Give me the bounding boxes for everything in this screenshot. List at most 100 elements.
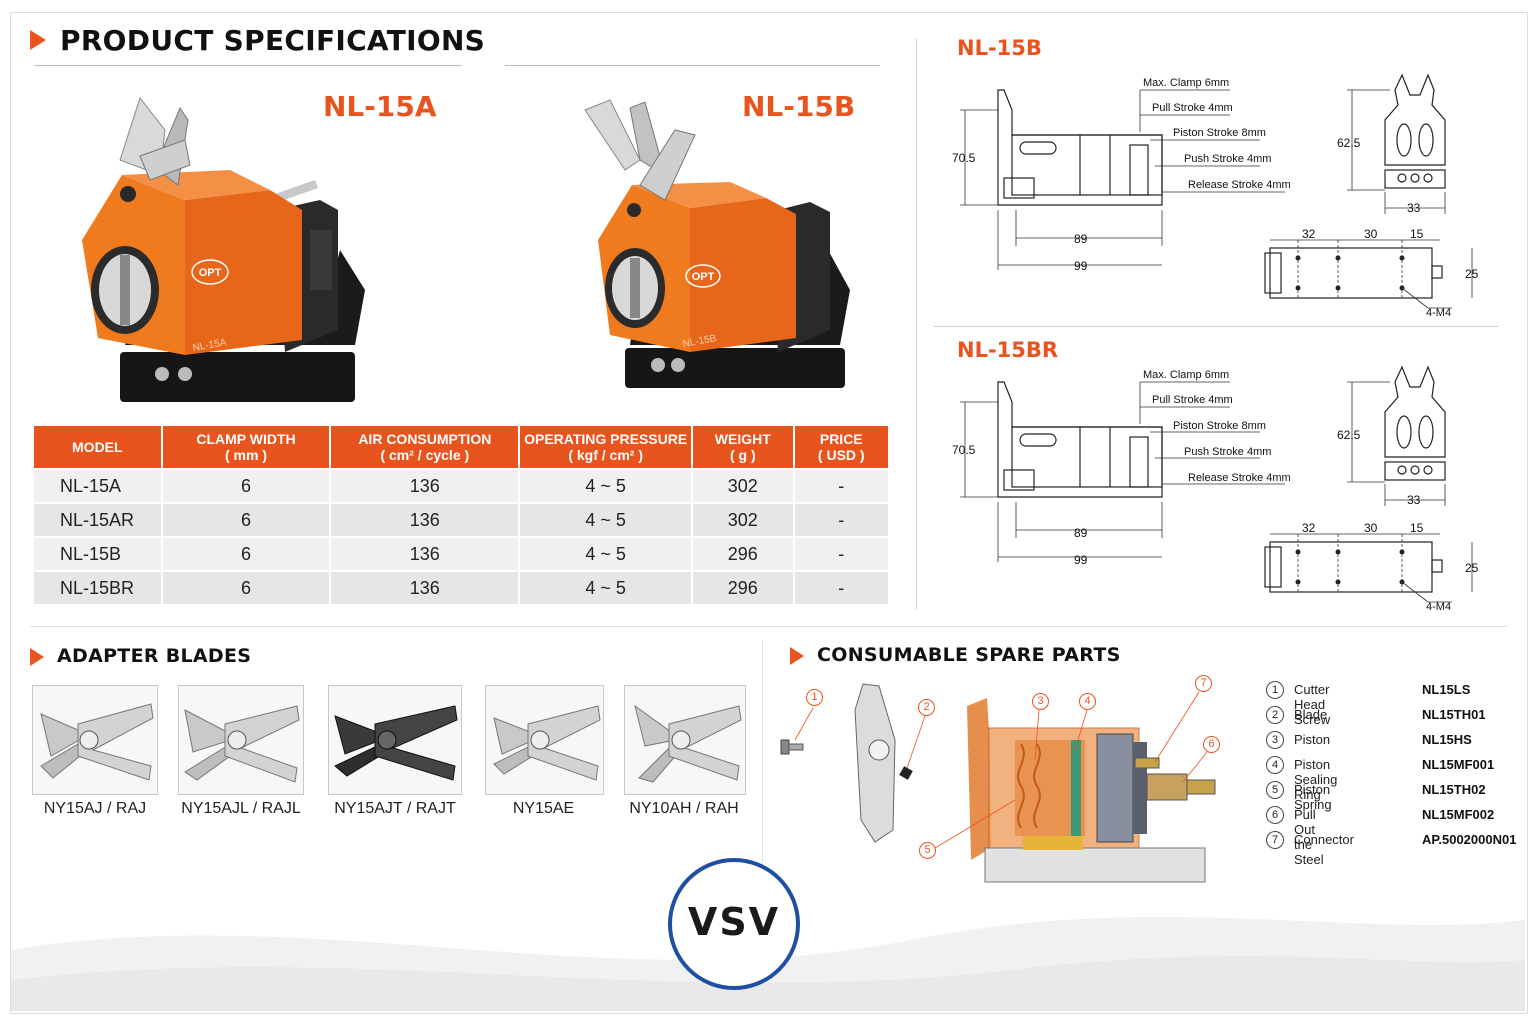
cell-price: - [794, 538, 888, 570]
header-model: MODEL [34, 426, 161, 468]
divider [505, 65, 880, 66]
item-number: 7 [1266, 831, 1284, 849]
product-label-nl15a: NL-15A [323, 90, 437, 123]
cell-clamp-width: 6 [162, 538, 330, 570]
dim-front-h: 62.5 [1337, 428, 1361, 442]
callout-7: 7 [1195, 675, 1212, 692]
item-number: 2 [1266, 706, 1284, 724]
cell-model: NL-15A [34, 470, 161, 502]
cell-clamp-width: 6 [162, 470, 330, 502]
product-label-nl15b: NL-15B [742, 90, 856, 123]
vertical-divider [916, 38, 917, 610]
drawing-title-nl15br: NL-15BR [957, 338, 1059, 362]
callout-2: 2 [918, 699, 935, 716]
cell-price: - [794, 572, 888, 604]
cell-air-consumption: 136 [331, 504, 519, 536]
note-pull-stroke: Pull Stroke 4mm [1152, 102, 1233, 114]
cell-weight: 296 [693, 572, 793, 604]
callout-6: 6 [1203, 736, 1220, 753]
brand-logo-text: VSV [687, 900, 781, 944]
blade-image [184, 705, 300, 783]
dim-top-b: 30 [1364, 227, 1378, 241]
note-release-stroke: Release Stroke 4mm [1188, 179, 1291, 191]
vertical-divider [762, 640, 763, 865]
cell-operating-pressure: 4 ~ 5 [520, 538, 692, 570]
blade-image [493, 705, 601, 781]
item-name: Pull Out the Steel [1294, 807, 1324, 867]
exploded-view-image [780, 683, 1216, 883]
header-clamp-width: CLAMP WIDTH( mm ) [162, 426, 330, 468]
table-header-row: MODEL CLAMP WIDTH( mm ) AIR CONSUMPTION(… [34, 426, 888, 468]
blade-card-ny15aj [32, 685, 158, 795]
item-code: AP.5002000N01 [1422, 832, 1517, 847]
dim-top-b: 30 [1364, 521, 1378, 535]
product-image-nl15b: OPT NL-15B [584, 99, 850, 388]
header-air-consumption: AIR CONSUMPTION( cm² / cycle ) [331, 426, 519, 468]
item-code: NL15HS [1422, 732, 1472, 747]
logo-text: OPT [692, 271, 715, 283]
blade-caption: NY15AE [512, 800, 575, 817]
cell-weight: 296 [693, 538, 793, 570]
callout-4: 4 [1079, 693, 1096, 710]
item-name: Piston [1294, 732, 1331, 747]
dim-len1: 89 [1074, 526, 1088, 540]
cell-weight: 302 [693, 504, 793, 536]
spec-table: MODEL CLAMP WIDTH( mm ) AIR CONSUMPTION(… [32, 424, 890, 606]
adapter-blades-title: ADAPTER BLADES [57, 645, 252, 667]
cell-operating-pressure: 4 ~ 5 [520, 504, 692, 536]
divider [30, 626, 1508, 627]
brand-logo: VSV [668, 858, 800, 990]
cell-price: - [794, 470, 888, 502]
dim-front-w: 33 [1407, 201, 1421, 215]
note-release-stroke: Release Stroke 4mm [1188, 472, 1291, 484]
page-title: PRODUCT SPECIFICATIONS [60, 24, 486, 57]
cell-air-consumption: 136 [331, 538, 519, 570]
section-arrow-icon [30, 648, 44, 666]
header-weight: WEIGHT( g ) [693, 426, 793, 468]
table-row: NL-15AR 6 136 4 ~ 5 302 - [34, 504, 888, 536]
blade-caption: NY15AJT / RAJT [334, 800, 456, 817]
item-number: 6 [1266, 806, 1284, 824]
table-row: NL-15A 6 136 4 ~ 5 302 - [34, 470, 888, 502]
blade-caption: NY10AH / RAH [629, 800, 739, 817]
item-name: Piston Spring [1294, 782, 1332, 812]
blade-card-ny10ah [624, 685, 746, 795]
cell-air-consumption: 136 [331, 470, 519, 502]
item-code: NL15MF001 [1422, 757, 1495, 772]
note-max-clamp: Max. Clamp 6mm [1143, 77, 1229, 89]
note-pull-stroke: Pull Stroke 4mm [1152, 394, 1233, 406]
cell-model: NL-15BR [34, 572, 161, 604]
dim-len2: 99 [1074, 553, 1088, 567]
divider [34, 65, 462, 66]
item-code: NL15TH02 [1422, 782, 1486, 797]
dim-top-a: 32 [1302, 521, 1316, 535]
item-name: Piston Sealing Ring [1294, 757, 1338, 802]
dim-len1: 89 [1074, 232, 1088, 246]
dim-front-h: 62.5 [1337, 136, 1361, 150]
dim-top-c: 15 [1410, 521, 1424, 535]
cell-weight: 302 [693, 470, 793, 502]
item-number: 4 [1266, 756, 1284, 774]
dim-top-a: 32 [1302, 227, 1316, 241]
blade-image [40, 703, 154, 781]
note-max-clamp: Max. Clamp 6mm [1143, 369, 1229, 381]
note-piston-stroke: Piston Stroke 8mm [1173, 420, 1266, 432]
dim-len2: 99 [1074, 259, 1088, 273]
cell-clamp-width: 6 [162, 504, 330, 536]
cell-operating-pressure: 4 ~ 5 [520, 470, 692, 502]
note-piston-stroke: Piston Stroke 8mm [1173, 127, 1266, 139]
product-image-nl15a: OPT NL-15A [82, 96, 365, 402]
drawing-nl15br: 70.5 89 99 Max. Clamp 6mm Pull Stroke 4m… [952, 365, 1479, 612]
item-number: 5 [1266, 781, 1284, 799]
header-operating-pressure: OPERATING PRESSURE( kgf / cm² ) [520, 426, 692, 468]
table-row: NL-15B 6 136 4 ~ 5 296 - [34, 538, 888, 570]
cell-air-consumption: 136 [331, 572, 519, 604]
divider [934, 326, 1498, 327]
item-name: Connector [1294, 832, 1354, 847]
item-code: NL15TH01 [1422, 707, 1486, 722]
header-price: PRICE( USD ) [794, 426, 888, 468]
cell-model: NL-15AR [34, 504, 161, 536]
dim-top-c: 15 [1410, 227, 1424, 241]
callout-1: 1 [806, 689, 823, 706]
cell-price: - [794, 504, 888, 536]
